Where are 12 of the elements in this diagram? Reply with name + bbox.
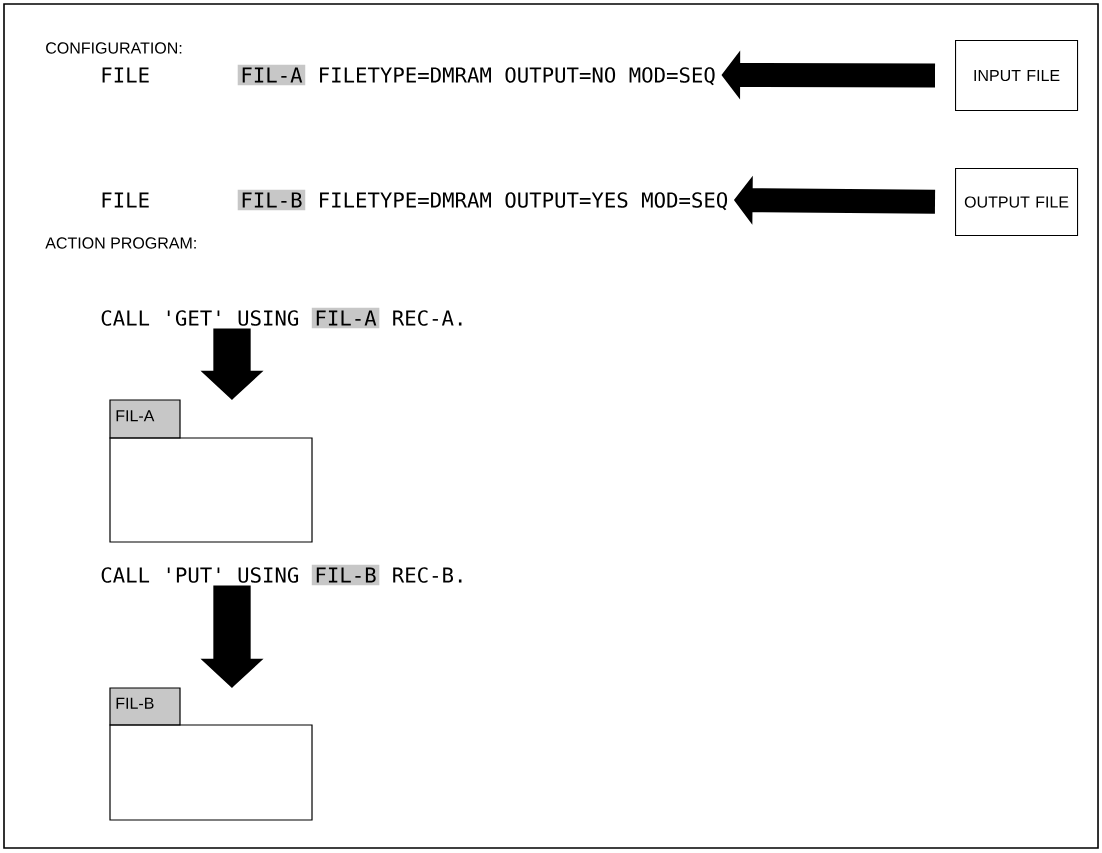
code-line: CALL 'GET' USING FIL-A REC-A. <box>101 307 462 329</box>
section-heading: CONFIGURATION: <box>46 42 182 54</box>
code-line: FILE FIL-B FILETYPE=DMRAM OUTPUT=YES MOD=SEQ <box>102 189 728 211</box>
file-box: INPUT FILE <box>955 40 1079 112</box>
folder: FIL-B <box>109 687 313 821</box>
node-label: FIL-A <box>116 410 155 422</box>
code-line: CALL 'PUT' USING FIL-B REC-B. <box>101 564 462 586</box>
code-line: FILE FIL-A FILETYPE=DMRAM OUTPUT=NO MOD=SEQ <box>102 64 715 86</box>
file-box: OUTPUT FILE <box>955 168 1079 237</box>
section-heading: ACTION PROGRAM: <box>45 237 196 249</box>
node-label: FIL-B <box>116 697 154 709</box>
folder: FIL-A <box>109 399 313 543</box>
